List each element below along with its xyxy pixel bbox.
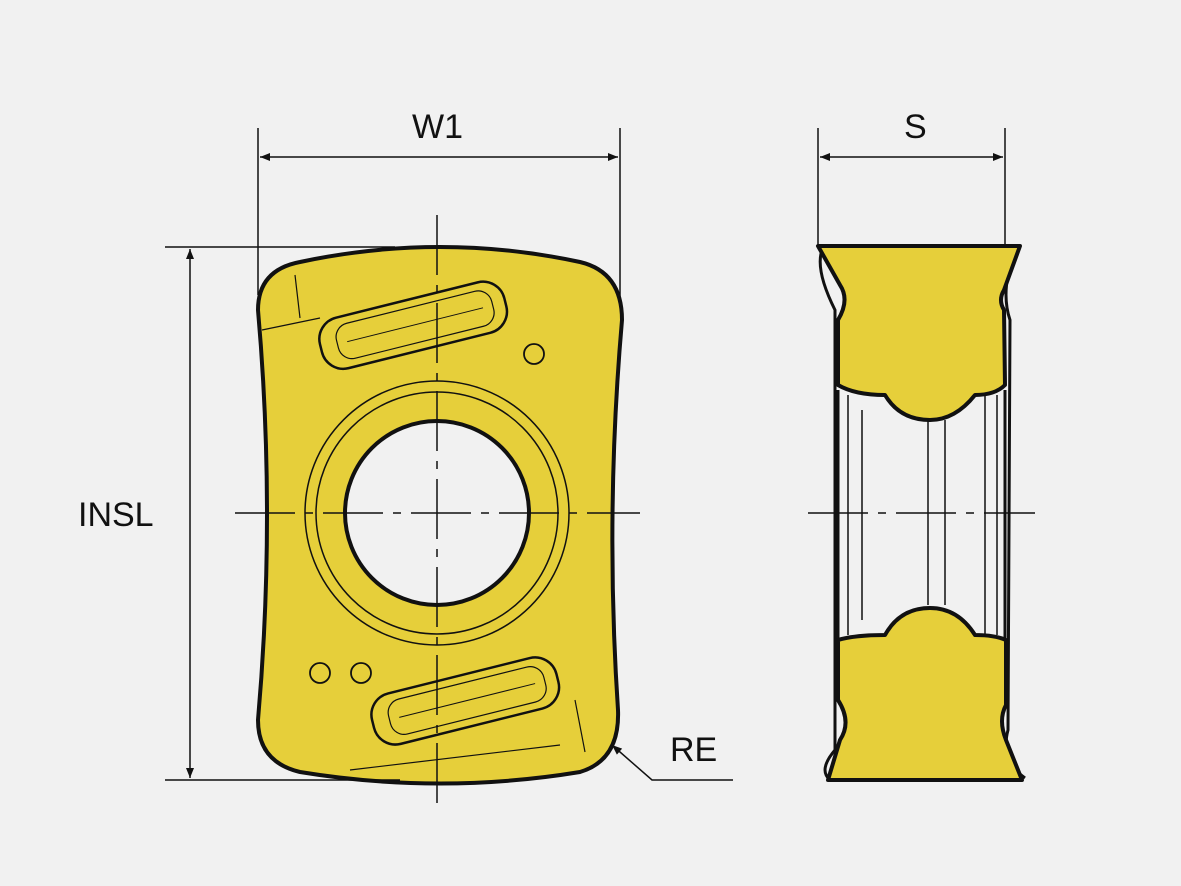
marking-dot <box>350 662 372 684</box>
front-view <box>235 215 640 812</box>
bottom-chip-groove <box>370 656 561 746</box>
side-top-section <box>816 244 1022 422</box>
marking-dot <box>309 662 331 684</box>
label-insl: INSL <box>78 496 154 534</box>
side-bottom-section <box>826 606 1024 782</box>
label-s: S <box>904 108 927 146</box>
dimensions <box>165 128 1006 781</box>
side-flutes <box>836 390 1007 640</box>
label-w1: W1 <box>412 108 463 146</box>
marking-dot <box>523 343 545 365</box>
side-view <box>808 244 1035 782</box>
label-re: RE <box>670 731 718 769</box>
re-leader-line <box>611 744 733 781</box>
top-chip-groove <box>318 280 509 371</box>
